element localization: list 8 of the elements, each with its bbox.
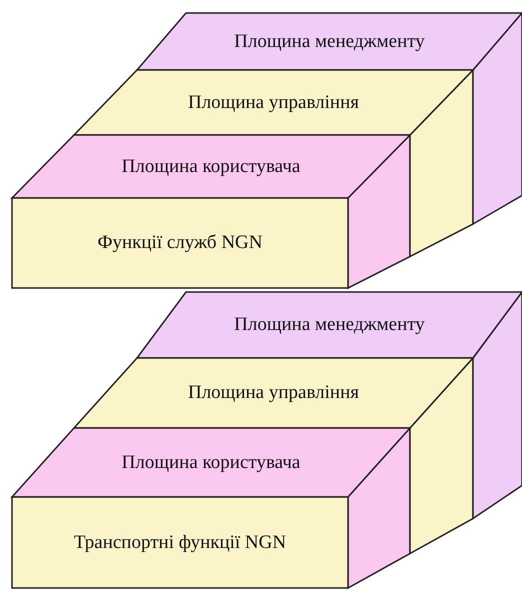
plane-label: Площина управління [188, 92, 359, 114]
plane-label: Транспортні функції NGN [74, 532, 286, 554]
plane-label: Площина менеджменту [234, 314, 425, 336]
plane-label: Функції служб NGN [97, 232, 262, 254]
plane-label: Площина користувача [122, 156, 300, 178]
plane-label: Площина управління [188, 382, 359, 404]
plane-label: Площина користувача [122, 452, 300, 474]
plane-label: Площина менеджменту [234, 30, 425, 52]
